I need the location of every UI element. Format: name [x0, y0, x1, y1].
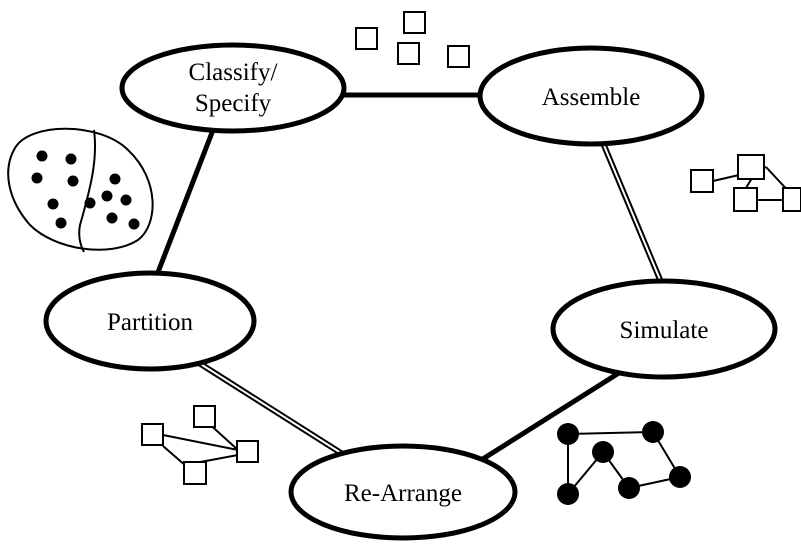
- node-assemble-shape: [477, 45, 705, 147]
- connected-network-icon: [690, 154, 801, 212]
- node-partition-label: Partition: [107, 309, 194, 336]
- simulated-graph-icon: [557, 421, 691, 505]
- node-classify-shape: [119, 42, 347, 134]
- node-rearrange-label: Re-Arrange: [344, 480, 462, 507]
- node-partition-shape: [43, 270, 257, 372]
- edges: [152, 92, 664, 465]
- edge-partition-classify: [152, 129, 216, 281]
- node-simulate: Simulate: [550, 278, 778, 380]
- edge-assemble-simulate: [600, 141, 664, 284]
- edge-simulate-rearrange: [476, 368, 624, 465]
- edge-rearrange-partition: [197, 360, 354, 463]
- scattered-components-icon: [355, 11, 470, 68]
- node-assemble-label: Assemble: [542, 84, 641, 111]
- partitioned-cluster-icon: [7, 127, 154, 253]
- node-classify-label-line2: Specify: [195, 90, 272, 117]
- node-partition: Partition: [43, 270, 257, 372]
- node-rearrange: Re-Arrange: [288, 443, 518, 541]
- node-classify-label-line1: Classify/: [189, 59, 278, 86]
- node-simulate-shape: [550, 278, 778, 380]
- node-rearrange-shape: [288, 443, 518, 541]
- node-simulate-label: Simulate: [620, 317, 709, 344]
- node-assemble: Assemble: [477, 45, 705, 147]
- rearranged-network-icon: [141, 405, 259, 485]
- node-classify: Classify/ Specify: [119, 42, 347, 134]
